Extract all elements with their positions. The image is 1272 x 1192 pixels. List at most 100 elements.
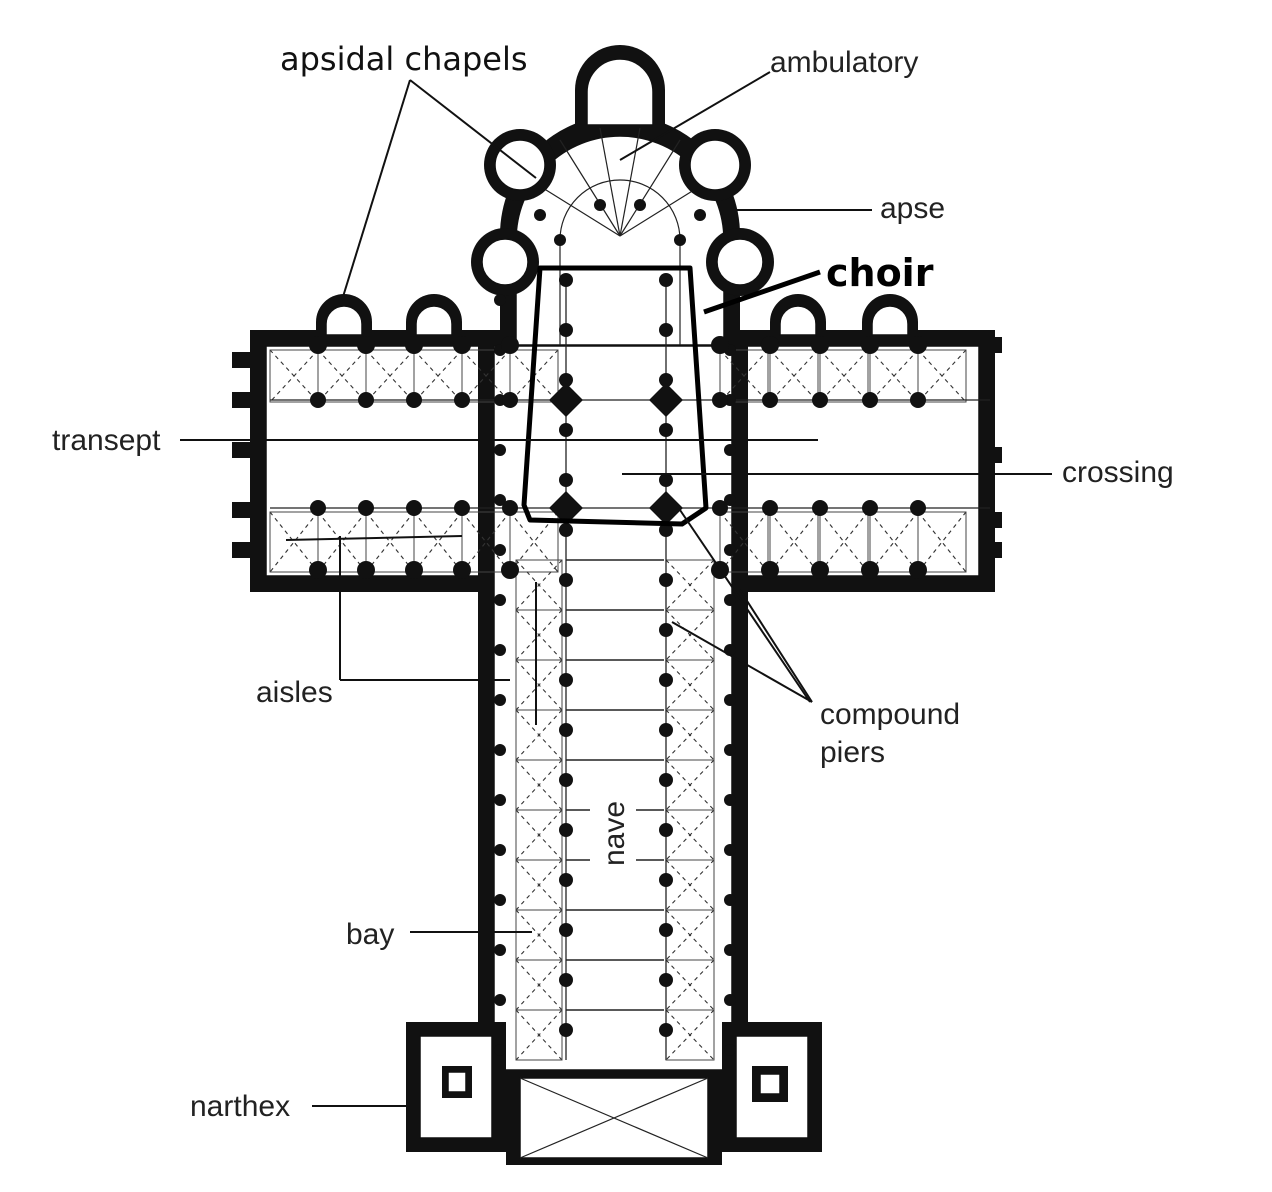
vault-rib [509, 511, 559, 573]
label-ambulatory: ambulatory [770, 46, 918, 79]
wall-pier [357, 336, 375, 354]
wall-buttress [724, 694, 736, 706]
pier [559, 573, 573, 587]
vault-rib [665, 759, 715, 811]
wall-pier [405, 336, 423, 354]
vault-rib [869, 511, 919, 573]
wall-pier [861, 561, 879, 579]
wall-buttress [724, 1044, 736, 1056]
vault-rib [819, 349, 869, 403]
bay-cell [769, 511, 819, 573]
ambulatory-pier [534, 209, 546, 221]
vault-rib [269, 349, 319, 403]
wall-pier [357, 561, 375, 579]
label-compound-piers-line1: compound [820, 698, 960, 731]
crossing-pier [649, 383, 683, 417]
labels: apsidal chapels ambulatory apse choir tr… [52, 40, 1174, 1123]
end-buttress [232, 542, 254, 558]
bay-cell [917, 349, 967, 403]
end-buttress [232, 502, 254, 518]
wall-buttress [494, 494, 506, 506]
pier [559, 673, 573, 687]
compound-pier [712, 392, 728, 408]
ambulatory-pier [634, 199, 646, 211]
wall-buttress [724, 994, 736, 1006]
label-compound-piers-line2: piers [820, 736, 885, 769]
vault-rib [819, 511, 869, 573]
label-choir: choir [826, 251, 934, 295]
bay-cell [917, 511, 967, 573]
wall-buttress [494, 594, 506, 606]
vault-rib [317, 349, 367, 403]
compound-pier [762, 500, 778, 516]
wall-buttress [724, 944, 736, 956]
choir-leader [703, 269, 821, 315]
wall-pier [811, 336, 829, 354]
vault-rib [413, 511, 463, 573]
end-buttress [232, 442, 254, 458]
vault-rib [515, 609, 563, 661]
compound-pier [910, 500, 926, 516]
wall-buttress [724, 794, 736, 806]
label-narthex: narthex [190, 1090, 290, 1123]
pier [559, 423, 573, 437]
compound-pier [812, 500, 828, 516]
vault-rib [719, 349, 769, 403]
wall-buttress [494, 894, 506, 906]
ambulatory-pier [694, 209, 706, 221]
crossing-pier [549, 383, 583, 417]
wall-pier [501, 336, 519, 354]
wall-pier [309, 336, 327, 354]
wall-buttress [724, 544, 736, 556]
nave-floor [493, 345, 733, 1071]
wall-pier [309, 561, 327, 579]
apse-ribs [529, 127, 711, 237]
vault-rib [515, 709, 563, 761]
wall-buttress [724, 494, 736, 506]
bay-cell [719, 511, 769, 573]
vault-rib [665, 809, 715, 861]
vault-rib [665, 609, 715, 661]
apse-inner-curve [559, 179, 681, 345]
end-buttress [988, 542, 1002, 558]
vault-rib [719, 511, 769, 573]
ambulatory-pier [674, 234, 686, 246]
compound-pier [910, 392, 926, 408]
wall-buttress [494, 694, 506, 706]
pier [559, 373, 573, 387]
vault-rib [461, 511, 511, 573]
building-outline [250, 45, 995, 1165]
wall-pier [711, 336, 729, 354]
wall-buttress [724, 894, 736, 906]
wall-buttress [494, 1044, 506, 1056]
pier [659, 773, 673, 787]
label-apse: apse [880, 192, 945, 225]
pier [559, 473, 573, 487]
wall-buttress [494, 944, 506, 956]
end-buttress [232, 352, 254, 368]
wall-buttress [724, 844, 736, 856]
wall-pier [453, 336, 471, 354]
wall-buttress [494, 794, 506, 806]
pier [659, 623, 673, 637]
pier [659, 273, 673, 287]
vault-rib [917, 511, 967, 573]
vault-rib [365, 349, 415, 403]
pier [659, 373, 673, 387]
pier [559, 723, 573, 737]
ambulatory-pier [554, 234, 566, 246]
compound-pier [762, 392, 778, 408]
vault-rib [317, 511, 367, 573]
label-bay: bay [346, 918, 394, 951]
wall-buttress [494, 544, 506, 556]
transept-chapels [316, 294, 918, 336]
pier [659, 823, 673, 837]
wall-pier [811, 561, 829, 579]
vault-rib [665, 709, 715, 761]
vault-rib [665, 659, 715, 711]
vault-rib [515, 909, 563, 961]
vault-rib [869, 349, 919, 403]
bay-cell [719, 349, 769, 403]
compound-pier [406, 500, 422, 516]
vault-rib [917, 511, 967, 573]
